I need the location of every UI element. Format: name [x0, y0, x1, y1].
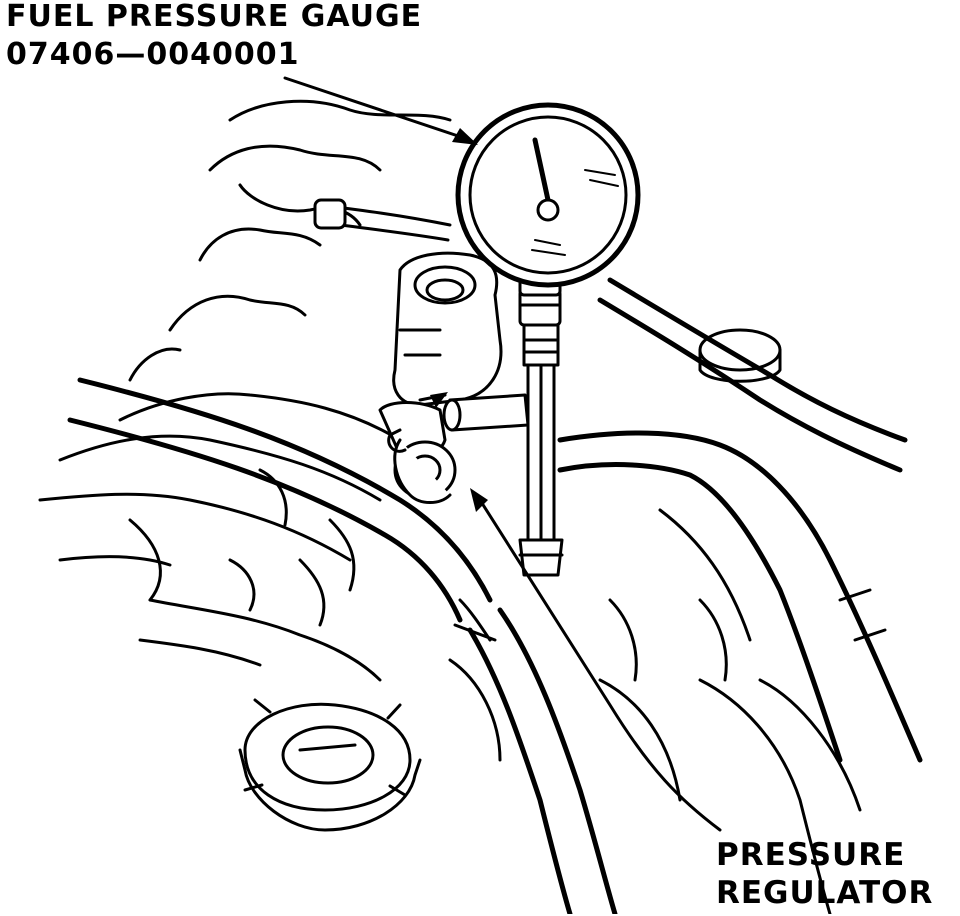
pressure-regulator-label: PRESSURE REGULATOR: [716, 840, 933, 916]
gauge-title: FUEL PRESSURE GAUGE: [6, 0, 423, 34]
fuel-rail: [67, 377, 618, 914]
pressure-gauge: [455, 102, 641, 297]
tee-fitting: [442, 393, 530, 432]
oil-filler-cap: [238, 698, 422, 832]
engine-detail: [448, 598, 728, 802]
right-cap: [698, 328, 782, 383]
engine-block: [38, 99, 452, 682]
regulator-line2: REGULATOR: [716, 875, 934, 911]
right-hoses: [557, 277, 923, 914]
top-hose: [313, 198, 452, 242]
gauge-part-number: 07406—0040001: [6, 37, 300, 72]
leader-lines: [283, 76, 722, 832]
gauge-stem: [518, 288, 564, 577]
regulator-body: [378, 251, 503, 504]
regulator-line1: PRESSURE: [716, 837, 906, 873]
fuel-pressure-gauge-label: FUEL PRESSURE GAUGE 07406—0040001: [6, 2, 422, 78]
